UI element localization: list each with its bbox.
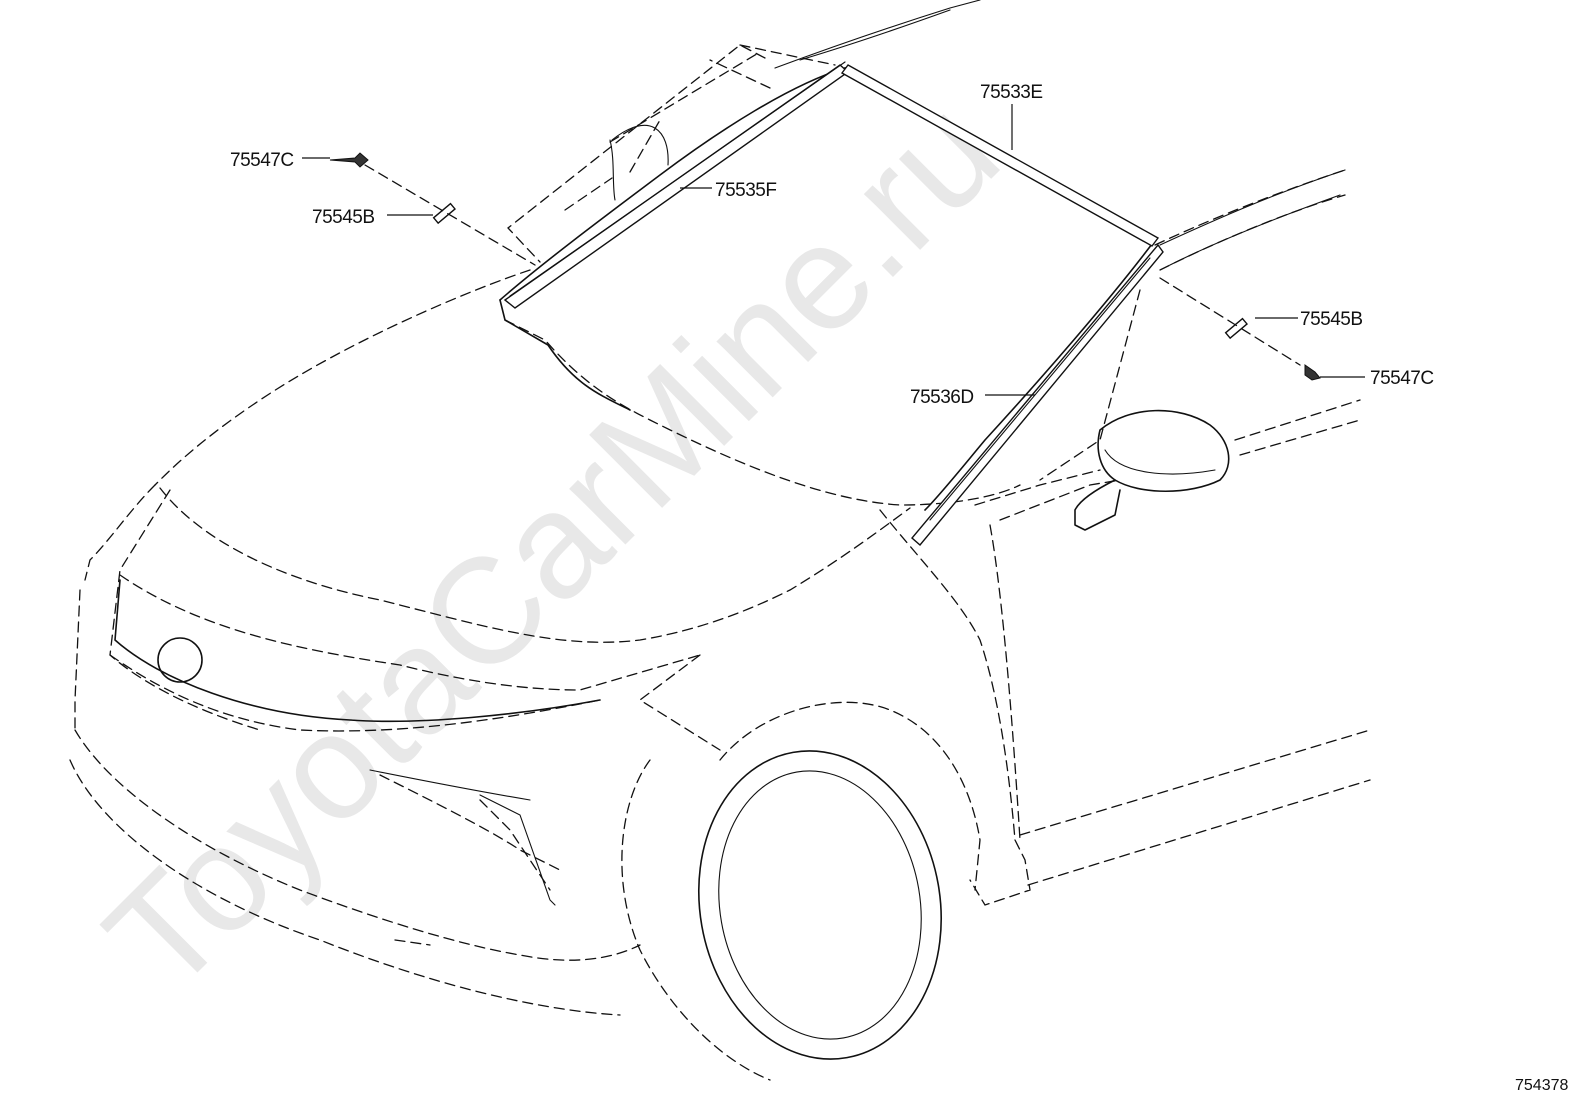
side-mirror — [1074, 409, 1230, 531]
label-75547c-right: 75547C — [1370, 368, 1434, 389]
label-75545b-left: 75545B — [312, 207, 375, 228]
clip-75547c-left — [329, 152, 369, 168]
front-wheel — [697, 750, 943, 1060]
assembly-lines — [364, 164, 1301, 366]
leader-lines — [302, 104, 1365, 396]
clip-75547c-right — [1304, 364, 1321, 381]
part-75533e-molding — [840, 64, 1160, 247]
label-75536d: 75536D — [910, 387, 974, 408]
diagram-id: 754378 — [1515, 1077, 1568, 1094]
headlight-detail — [114, 579, 601, 906]
label-75533e: 75533E — [980, 82, 1043, 103]
part-75536d-molding — [911, 243, 1164, 547]
label-75547c-left: 75547C — [230, 150, 294, 171]
label-75545b-right: 75545B — [1300, 309, 1363, 330]
watermark-text: ToyotaCarMine.ru — [74, 67, 1030, 1023]
label-75535f: 75535F — [715, 180, 776, 201]
clip-75545b-right — [1224, 317, 1248, 340]
